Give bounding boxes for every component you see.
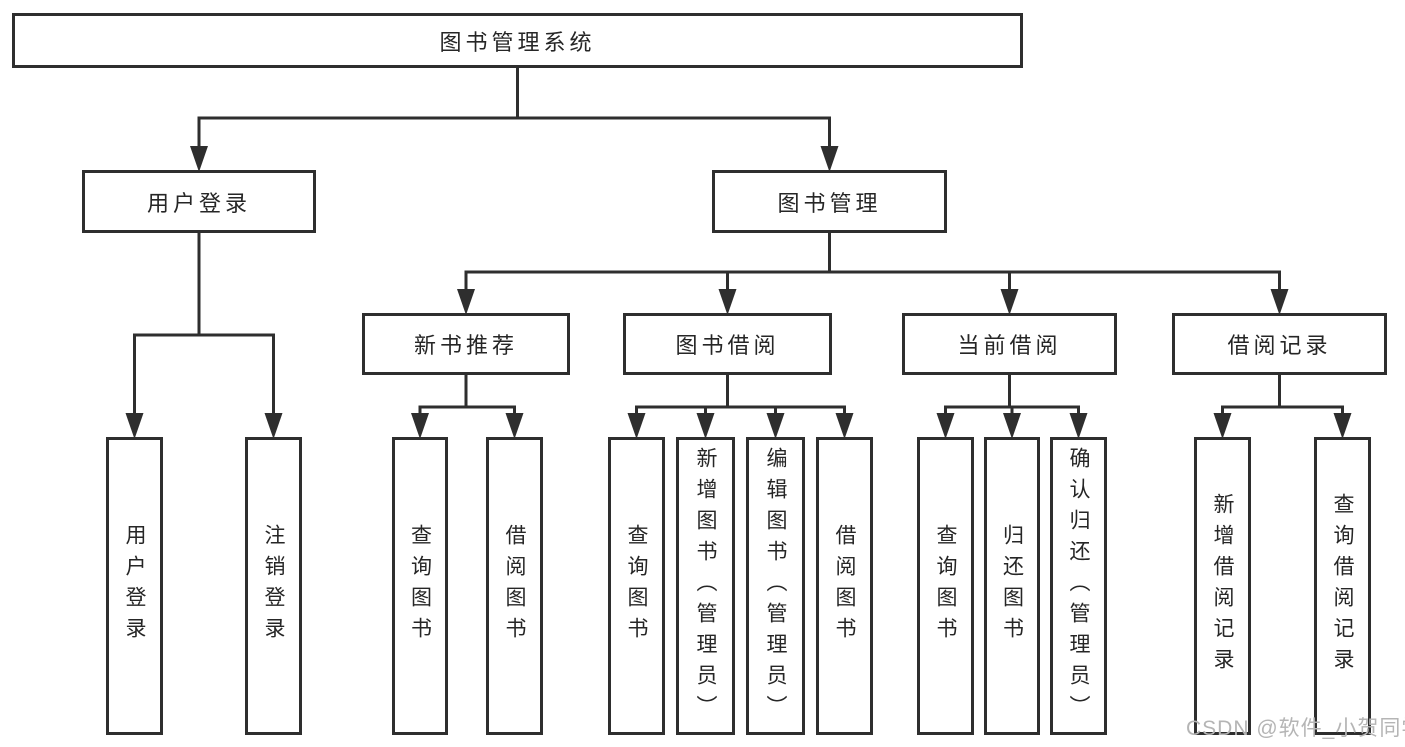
node-nb-query: 查询图书 xyxy=(392,437,448,735)
node-label-nb-query: 查询图书 xyxy=(408,524,432,648)
arrowhead-icon xyxy=(766,413,785,439)
node-cur-query: 查询图书 xyxy=(917,437,974,735)
node-label-mgmt: 图书管理 xyxy=(777,190,882,216)
arrowhead-icon xyxy=(505,413,524,439)
node-root: 图书管理系统 xyxy=(12,13,1023,68)
arrowhead-icon xyxy=(264,413,283,439)
node-label-current: 当前借阅 xyxy=(957,333,1062,358)
node-bw-edit: 编辑图书（管理员） xyxy=(746,437,805,735)
arrowhead-icon xyxy=(718,289,737,315)
node-rec-add: 新增借阅记录 xyxy=(1194,437,1251,735)
node-label-cur-query: 查询图书 xyxy=(934,524,957,648)
node-label-bw-edit: 编辑图书（管理员） xyxy=(764,446,787,726)
node-label-logout: 注销登录 xyxy=(262,524,285,648)
node-label-cur-confirm: 确认归还（管理员） xyxy=(1067,446,1090,726)
node-label-login: 用户登录 xyxy=(146,190,251,216)
node-user-login: 用户登录 xyxy=(106,437,163,735)
node-label-nb-borrow: 借阅图书 xyxy=(503,524,526,648)
arrowhead-icon xyxy=(1270,289,1289,315)
node-bw-borrow: 借阅图书 xyxy=(816,437,873,735)
node-newbook: 新书推荐 xyxy=(362,313,570,375)
node-rec-query: 查询借阅记录 xyxy=(1314,437,1371,735)
arrowhead-icon xyxy=(190,146,208,172)
arrowhead-icon xyxy=(696,413,715,439)
arrowhead-icon xyxy=(1003,413,1021,439)
arrowhead-icon xyxy=(411,413,429,439)
node-borrow: 图书借阅 xyxy=(623,313,832,375)
node-mgmt: 图书管理 xyxy=(712,170,947,233)
node-label-rec-query: 查询借阅记录 xyxy=(1331,493,1354,679)
node-nb-borrow: 借阅图书 xyxy=(486,437,543,735)
node-login: 用户登录 xyxy=(82,170,316,233)
arrowhead-icon xyxy=(1000,289,1019,315)
arrowhead-icon xyxy=(125,413,144,439)
node-bw-query: 查询图书 xyxy=(608,437,665,735)
arrowhead-icon xyxy=(1333,413,1352,439)
node-label-newbook: 新书推荐 xyxy=(413,333,518,358)
watermark: CSDN @软件_小贺同学 xyxy=(1186,717,1405,740)
arrowhead-icon xyxy=(835,413,854,439)
node-label-user-login: 用户登录 xyxy=(123,524,146,648)
node-label-records: 借阅记录 xyxy=(1227,333,1332,358)
arrowhead-icon xyxy=(457,289,475,315)
node-records: 借阅记录 xyxy=(1172,313,1387,375)
node-label-root: 图书管理系统 xyxy=(439,29,596,55)
node-cur-confirm: 确认归还（管理员） xyxy=(1050,437,1107,735)
node-logout: 注销登录 xyxy=(245,437,302,735)
node-bw-add: 新增图书（管理员） xyxy=(676,437,735,735)
node-current: 当前借阅 xyxy=(902,313,1117,375)
arrowhead-icon xyxy=(627,413,646,439)
arrowhead-icon xyxy=(820,146,839,172)
node-label-bw-borrow: 借阅图书 xyxy=(833,524,856,648)
node-label-bw-add: 新增图书（管理员） xyxy=(694,446,717,726)
node-cur-return: 归还图书 xyxy=(984,437,1040,735)
node-label-rec-add: 新增借阅记录 xyxy=(1211,493,1234,679)
node-label-cur-return: 归还图书 xyxy=(1000,524,1024,648)
node-label-borrow: 图书借阅 xyxy=(675,333,780,358)
arrowhead-icon xyxy=(936,413,955,439)
arrowhead-icon xyxy=(1213,413,1232,439)
arrowhead-icon xyxy=(1069,413,1088,439)
node-label-bw-query: 查询图书 xyxy=(625,524,648,648)
